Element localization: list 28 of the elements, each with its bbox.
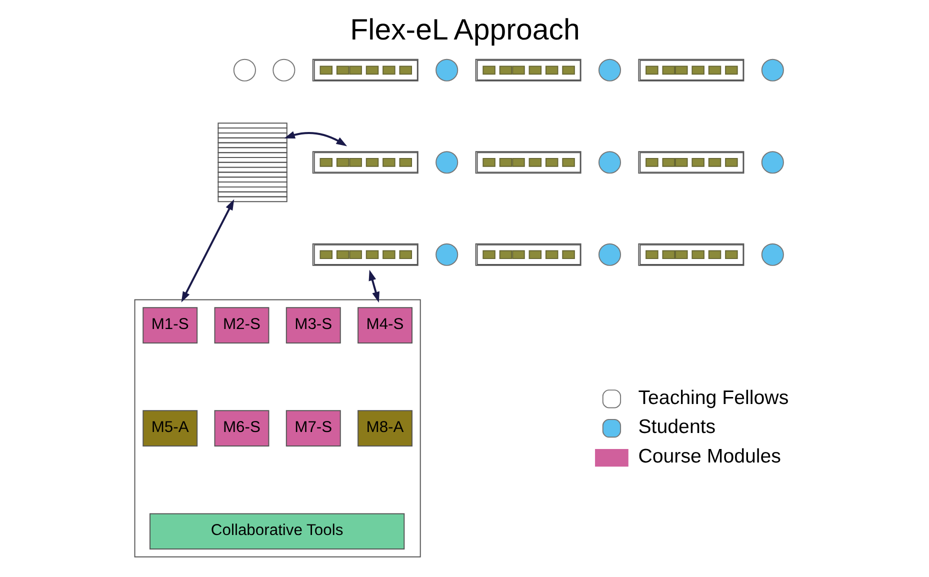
node-box: M4-S	[357, 307, 412, 344]
node-circle	[598, 58, 621, 82]
node-circle	[598, 151, 621, 174]
legend-label: Course Modules	[638, 446, 780, 468]
node-circle	[598, 243, 621, 266]
diagram-title: Flex-eL Approach	[350, 14, 580, 47]
node-box: M6-S	[214, 410, 269, 446]
arrow	[284, 131, 347, 146]
node-box: M2-S	[214, 307, 269, 344]
arrow	[368, 270, 379, 303]
node-box: M1-S	[142, 307, 198, 344]
cluster	[134, 299, 420, 558]
node-circle	[435, 151, 458, 174]
legend-label: Students	[638, 416, 716, 438]
node-box: Collaborative Tools	[149, 513, 404, 550]
node-circle	[232, 58, 256, 82]
node-circle	[760, 243, 784, 266]
node-circle	[760, 58, 784, 82]
legend-label: Teaching Fellows	[638, 386, 788, 409]
node-box: M5-A	[142, 410, 198, 446]
arrow	[180, 199, 234, 302]
node-box: M7-S	[285, 410, 340, 446]
node-circle	[435, 243, 458, 266]
node-circle	[272, 58, 295, 82]
node-box: M3-S	[285, 307, 340, 344]
node-box: M8-A	[357, 410, 412, 446]
node-circle	[760, 151, 784, 174]
node-circle	[435, 58, 458, 82]
